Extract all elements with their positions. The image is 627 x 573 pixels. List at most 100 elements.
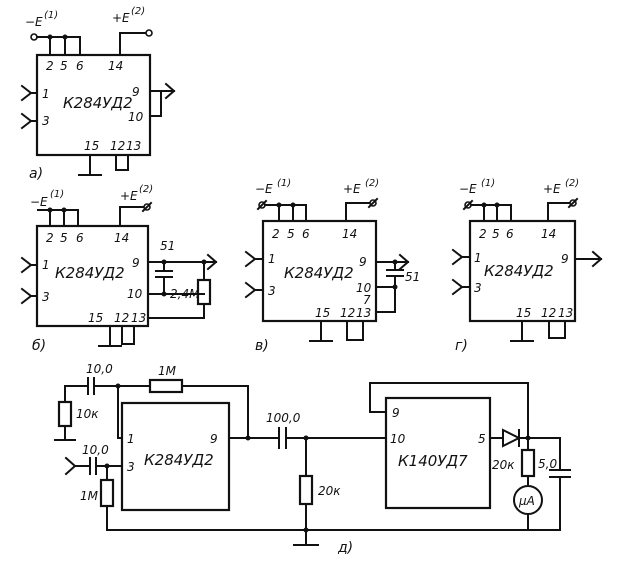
circuit-d: К284УД2 10,0 10к 1М 10,0 1М 100,0 20к <box>54 362 571 556</box>
pin-label: 13 <box>131 311 146 325</box>
input-1-b <box>20 256 38 274</box>
ground-15-g <box>510 320 534 342</box>
pin13-link-v <box>375 286 396 313</box>
pos-supply-wire-a <box>119 32 147 56</box>
c-out-label: 5,0 <box>538 457 557 471</box>
link-12-13-v <box>346 320 364 341</box>
output-arrow-v <box>375 253 410 271</box>
input-3-g <box>451 278 471 296</box>
chip-d1 <box>120 401 231 512</box>
res-shunt-d <box>298 474 314 506</box>
pin-label: 12 <box>541 306 556 320</box>
pin-label: 14 <box>342 227 357 241</box>
chip-d1-label: К284УД2 <box>144 451 214 469</box>
pin-label: 12 <box>340 306 355 320</box>
neg-supply-sup-b: (1) <box>50 189 64 200</box>
pin-label: 6 <box>76 231 84 245</box>
pos-supply-sup-g: (2) <box>565 178 579 189</box>
pin-label: 10 <box>390 432 406 446</box>
pos-supply-sup-b: (2) <box>139 184 153 195</box>
cap-in1-d <box>64 377 123 439</box>
feedback-loop-d2 <box>369 382 529 439</box>
chip-b-label: К284УД2 <box>55 264 125 282</box>
input-1-a <box>20 84 38 102</box>
pin-label: 13 <box>558 306 573 320</box>
link-12-13-b <box>121 325 135 345</box>
pin-label: 2 <box>479 227 487 241</box>
pin-label: 3 <box>42 114 50 128</box>
res-b-value: 2,4М <box>170 287 200 301</box>
res-fb-d <box>148 378 184 394</box>
r-out-label: 20к <box>492 458 515 472</box>
pin-label: 14 <box>114 231 129 245</box>
output-arrow-g <box>574 250 603 268</box>
link-12-13-g <box>548 320 566 339</box>
cap-v <box>375 261 404 288</box>
pin-label: 5 <box>60 59 68 73</box>
caption-a: а) <box>29 166 43 182</box>
pos-supply-label-a: +E <box>112 11 130 25</box>
diode-d <box>502 428 522 448</box>
pin10-link-a <box>149 90 162 117</box>
pos-supply-wire-v <box>345 202 371 222</box>
pin-label: 5 <box>287 227 295 241</box>
circuit-a: К284УД2 −E (1) +E (2) 2 5 6 14 1 3 9 10 … <box>20 6 176 182</box>
link-12-13-a <box>115 154 129 171</box>
c-in2-label: 10,0 <box>82 443 109 457</box>
pin-label: 6 <box>76 59 84 73</box>
circuit-v: К284УД2 −E (1) +E (2) 51 2 5 6 14 1 3 9 … <box>244 178 420 354</box>
circuit-g: К284УД2 −E (1) +E (2) 2 5 6 14 1 3 9 15 … <box>451 178 603 354</box>
pin-label: 5 <box>478 432 486 446</box>
resistor-b <box>196 278 212 306</box>
pos-supply-sup-v: (2) <box>365 178 379 189</box>
pin-label: 14 <box>108 59 123 73</box>
caption-d: д) <box>337 540 353 556</box>
pin-label: 13 <box>126 139 141 153</box>
terminal-a-pos <box>145 29 153 37</box>
res-out-d <box>520 448 536 478</box>
pin-label: 7 <box>363 293 371 307</box>
cap-couple-d <box>247 427 387 449</box>
pos-supply-label-v: +E <box>343 182 361 196</box>
neg-supply-sup-a: (1) <box>44 10 58 21</box>
chip-d2-label: К140УД7 <box>398 452 468 470</box>
input-3-b <box>20 287 38 305</box>
pin-label: 1 <box>268 252 276 266</box>
r-fb-label: 1М <box>158 364 177 378</box>
input-3-d <box>64 456 123 476</box>
pos-supply-sup-a: (2) <box>131 6 145 17</box>
input-1-v <box>244 250 264 268</box>
neg-supply-sup-g: (1) <box>481 178 495 189</box>
pin-label: 1 <box>42 258 50 272</box>
neg-supply-bus-v <box>264 204 307 222</box>
chip-d2 <box>384 396 492 510</box>
pin-label: 10 <box>356 281 372 295</box>
pin-label: 2 <box>46 231 54 245</box>
cap-out-d <box>527 437 571 531</box>
pin-label: 10 <box>127 287 143 301</box>
ground-15-a <box>78 154 102 176</box>
neg-supply-bus-g <box>470 204 512 222</box>
input-3-v <box>244 281 264 299</box>
cap-b-value: 51 <box>160 239 175 253</box>
pin-label: 1 <box>127 432 135 446</box>
input-3-a <box>20 112 38 130</box>
pin-label: 6 <box>302 227 310 241</box>
pin-label: 3 <box>42 290 50 304</box>
pin-label: 3 <box>268 284 276 298</box>
ground-d <box>293 503 319 546</box>
pin-label: 9 <box>132 256 140 270</box>
pin-label: 12 <box>114 311 129 325</box>
pin-label: 3 <box>127 460 135 474</box>
chip-a-label: К284УД2 <box>63 94 133 112</box>
pin-label: 2 <box>46 59 54 73</box>
input-1-g <box>451 248 471 266</box>
pin-label: 14 <box>541 227 556 241</box>
pin-label: 1 <box>474 251 482 265</box>
pin-label: 9 <box>392 406 400 420</box>
ground-in1-d <box>54 425 76 441</box>
pin-label: 6 <box>506 227 514 241</box>
pin-label: 10 <box>128 110 144 124</box>
pos-supply-wire-g <box>547 202 571 222</box>
